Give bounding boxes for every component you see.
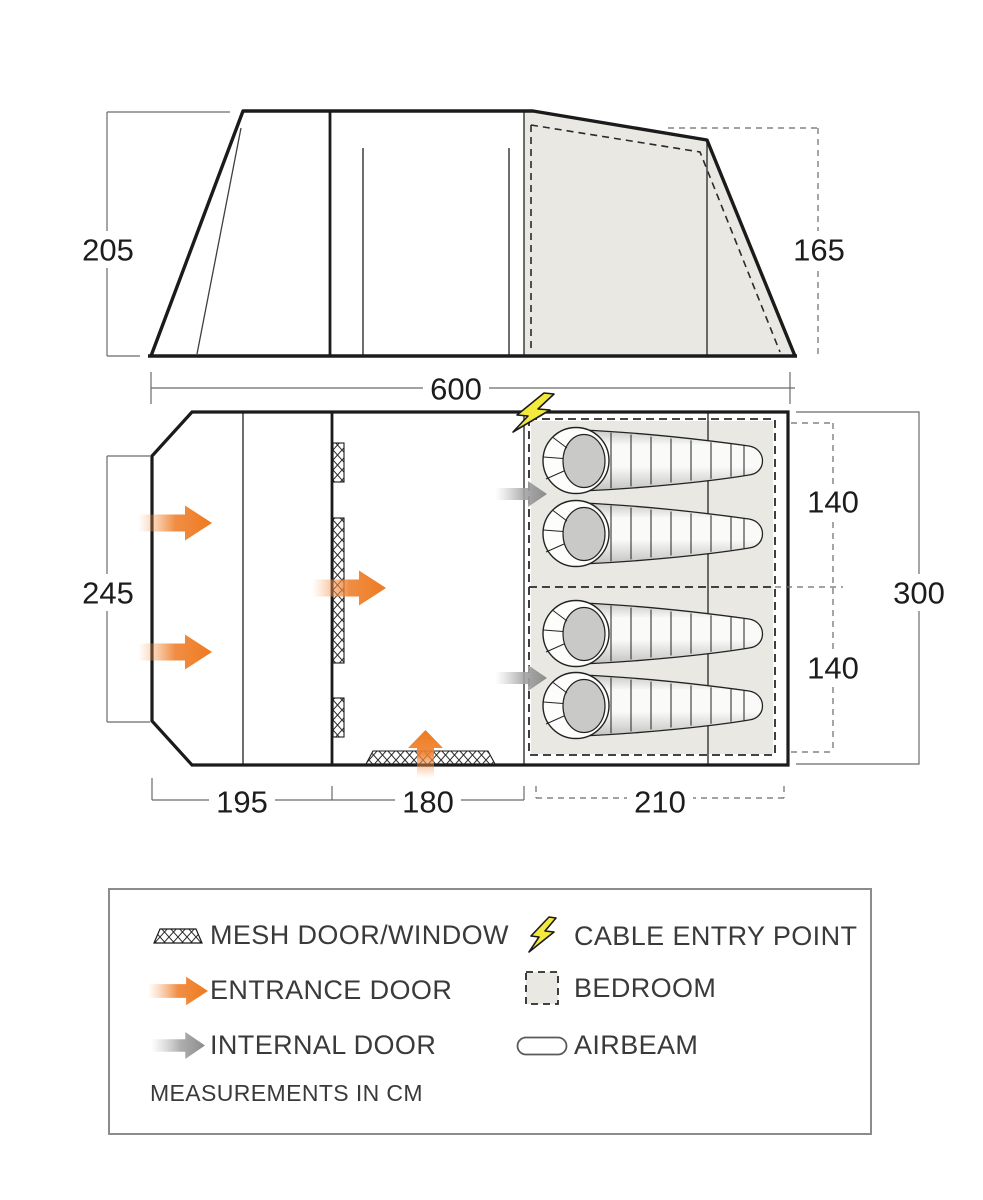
legend-item-airbeam: AIRBEAM — [510, 1030, 698, 1061]
dim-bottom-row: 195 180 210 — [151, 778, 785, 820]
legend-label: BEDROOM — [574, 972, 717, 1003]
dim-total-width: 600 — [150, 371, 795, 407]
cable-entry-point-icon — [510, 916, 574, 956]
dim-label-195: 195 — [216, 785, 268, 820]
dim-label-165: 165 — [793, 233, 845, 268]
bedroom-icon — [510, 970, 574, 1006]
side-view-bedroom-dashed-outline — [530, 124, 781, 353]
tent-side-view — [148, 109, 797, 358]
entrance-door-arrow-up — [408, 730, 443, 778]
legend-box: MESH DOOR/WINDOW CABLE ENTRY POINT ENTRA… — [108, 888, 872, 1135]
legend-item-mesh: MESH DOOR/WINDOW — [146, 920, 509, 951]
legend-label: CABLE ENTRY POINT — [574, 920, 858, 951]
legend-item-cable-entry: CABLE ENTRY POINT — [510, 916, 857, 956]
side-view-bedroom-area — [524, 111, 793, 354]
dim-side-height-right: 165 — [668, 127, 849, 356]
dim-label-205: 205 — [82, 233, 134, 268]
legend-item-entrance-door: ENTRANCE DOOR — [146, 975, 452, 1006]
dim-label-140-top: 140 — [807, 485, 859, 520]
dim-label-245: 245 — [82, 576, 134, 611]
side-view-door-line — [196, 127, 242, 355]
side-view-panel-lines — [362, 112, 708, 355]
internal-door-icon — [146, 1032, 210, 1059]
legend-label: INTERNAL DOOR — [210, 1030, 437, 1060]
measurements-note: MEASUREMENTS IN CM — [150, 1080, 423, 1106]
legend-label: MESH DOOR/WINDOW — [210, 920, 509, 950]
mesh-door-window-icon — [146, 927, 210, 945]
tent-diagram: 205 165 600 — [78, 109, 952, 820]
dim-porch-depth: 245 — [78, 455, 150, 723]
dim-side-height-left: 205 — [78, 111, 230, 357]
dim-label-300: 300 — [893, 576, 945, 611]
legend-label: AIRBEAM — [574, 1030, 699, 1060]
floor-plan-outline — [150, 410, 790, 767]
dim-label-210: 210 — [634, 785, 686, 820]
tent-floor-plan — [138, 392, 790, 778]
entrance-door-icon — [146, 976, 210, 1006]
side-view-outline — [148, 109, 797, 358]
legend-item-bedroom: BEDROOM — [510, 970, 716, 1006]
dim-bedroom-bottom: 140 — [791, 588, 864, 753]
dim-label-140-bottom: 140 — [807, 651, 859, 686]
legend-label: ENTRANCE DOOR — [210, 975, 453, 1005]
dim-label-180: 180 — [402, 785, 454, 820]
mesh-strip — [332, 697, 345, 738]
mesh-strip — [332, 442, 345, 483]
legend-item-internal-door: INTERNAL DOOR — [146, 1030, 436, 1061]
dim-total-depth: 300 — [796, 411, 952, 765]
cable-entry-bolt — [512, 392, 555, 433]
airbeam-icon — [510, 1036, 574, 1056]
dim-label-600: 600 — [430, 372, 482, 407]
dim-bedroom-top: 140 — [775, 422, 864, 588]
